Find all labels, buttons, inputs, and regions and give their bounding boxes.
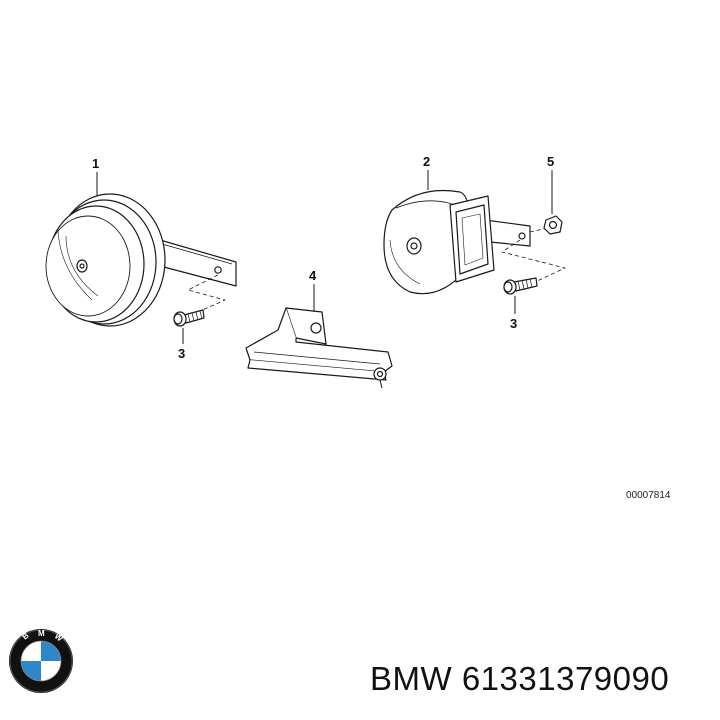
callout-5: 5: [547, 154, 554, 169]
bmw-roundel-icon: B M W: [9, 629, 73, 693]
horn-snail: [383, 189, 566, 295]
part-label: BMW 61331379090: [370, 660, 669, 698]
horn-round: [45, 193, 237, 327]
svg-text:M: M: [38, 629, 45, 638]
screw-right: [503, 277, 538, 295]
nut: [543, 215, 563, 235]
part-number: 61331379090: [461, 660, 670, 697]
drawing-code: 00007814: [626, 490, 671, 501]
svg-text:W: W: [53, 632, 65, 644]
callout-4: 4: [309, 268, 317, 283]
callout-2: 2: [423, 154, 430, 169]
screw-left: [173, 309, 205, 327]
brand-name: BMW: [370, 660, 453, 697]
callout-1: 1: [92, 156, 99, 171]
leader-lines: [96, 170, 553, 344]
svg-text:B: B: [21, 631, 31, 642]
callout-3-right: 3: [510, 316, 517, 331]
callout-3-left: 3: [178, 346, 185, 361]
bracket: [245, 307, 393, 389]
